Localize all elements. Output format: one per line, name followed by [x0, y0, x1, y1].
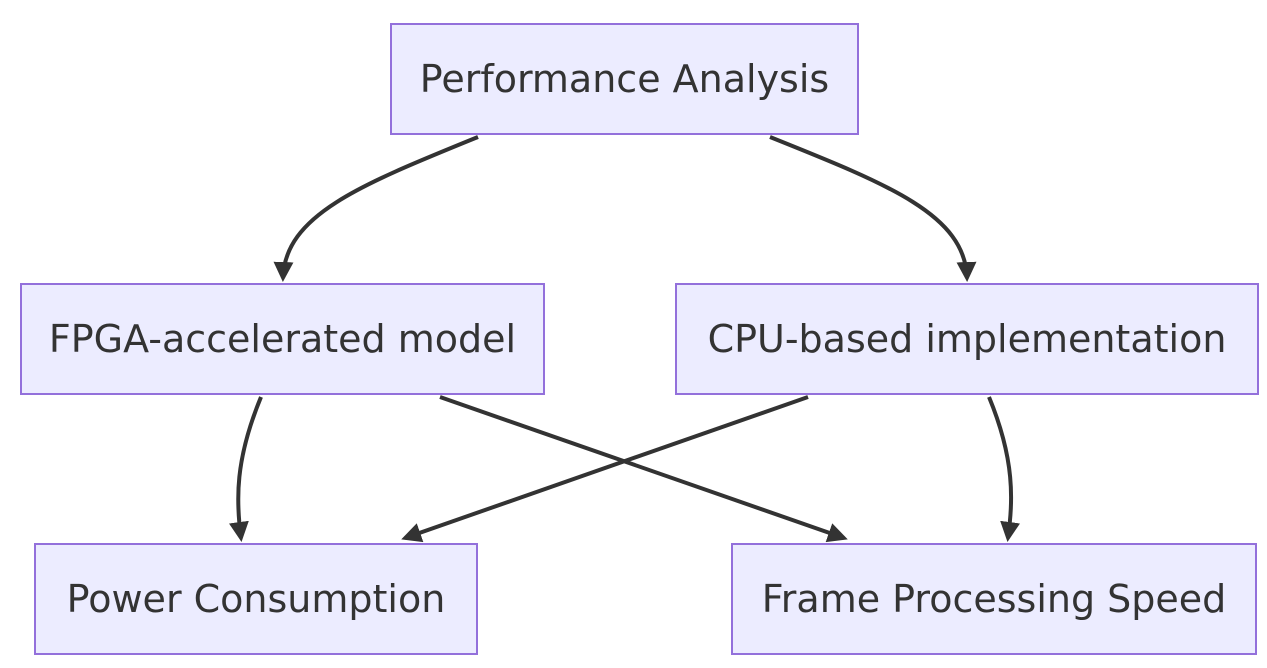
node-frame-processing-speed: Frame Processing Speed	[731, 543, 1257, 655]
node-fpga-accelerated-model: FPGA-accelerated model	[20, 283, 545, 395]
edge-cpu-to-power	[401, 395, 809, 543]
node-label: Frame Processing Speed	[761, 577, 1227, 621]
edge-root-to-fpga	[273, 135, 479, 282]
node-performance-analysis: Performance Analysis	[390, 23, 859, 135]
node-label: CPU-based implementation	[707, 317, 1227, 361]
node-cpu-based-implementation: CPU-based implementation	[675, 283, 1259, 395]
node-label: Performance Analysis	[419, 57, 830, 101]
node-label: Power Consumption	[66, 577, 446, 621]
edge-root-to-cpu	[769, 135, 977, 282]
node-power-consumption: Power Consumption	[34, 543, 478, 655]
edge-fpga-to-frame	[439, 395, 848, 543]
edge-cpu-to-frame	[987, 396, 1021, 542]
edge-fpga-to-power	[228, 396, 263, 542]
node-label: FPGA-accelerated model	[48, 317, 517, 361]
